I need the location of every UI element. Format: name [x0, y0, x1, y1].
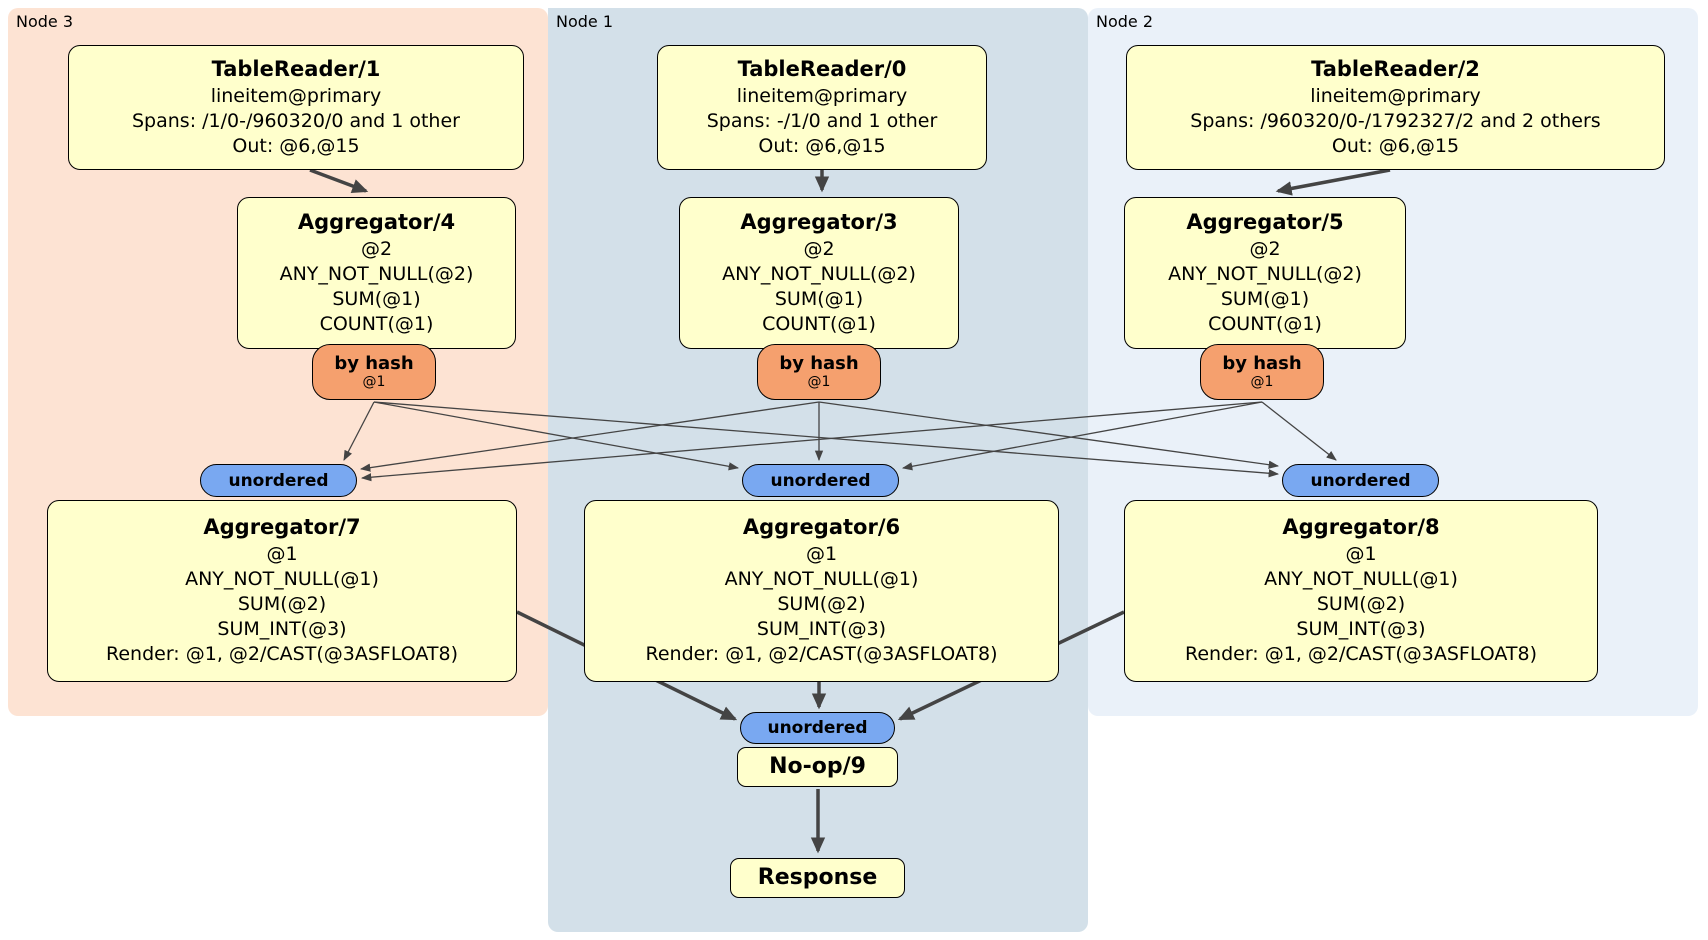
router-by-hash-node2: by hash @1 — [1200, 344, 1324, 400]
processor-aggregator-6: Aggregator/6 @1 ANY_NOT_NULL(@1) SUM(@2)… — [584, 500, 1059, 682]
processor-agg-fn: SUM(@1) — [1220, 287, 1310, 310]
processor-out: Out: @6,@15 — [1331, 134, 1460, 157]
router-by-hash-node1: by hash @1 — [757, 344, 881, 400]
router-hash-column: @1 — [807, 373, 831, 390]
edge-byhash-node2-unordered-node3 — [360, 401, 1263, 482]
processor-group-cols: @2 — [803, 237, 835, 260]
processor-title: TableReader/1 — [211, 57, 381, 82]
processor-agg-fn: SUM(@1) — [332, 287, 421, 310]
processor-agg-fn: ANY_NOT_NULL(@1) — [185, 568, 379, 591]
processor-index: lineitem@primary — [1310, 84, 1481, 107]
processor-title: Aggregator/4 — [297, 209, 456, 234]
sync-label: unordered — [1310, 470, 1411, 491]
region-label-node1: Node 1 — [556, 12, 614, 31]
processor-render: Render: @1, @2/CAST(@3ASFLOAT8) — [645, 643, 998, 666]
sync-unordered-final: unordered — [740, 712, 895, 744]
processor-agg-fn: SUM_INT(@3) — [1296, 618, 1426, 641]
sync-label: unordered — [767, 718, 868, 738]
processor-title: Aggregator/3 — [740, 209, 898, 234]
processor-aggregator-8: Aggregator/8 @1 ANY_NOT_NULL(@1) SUM(@2)… — [1124, 500, 1598, 682]
processor-agg-fn: ANY_NOT_NULL(@1) — [1264, 568, 1458, 591]
response-title: Response — [757, 865, 878, 891]
processor-group-cols: @1 — [805, 543, 838, 566]
edge-byhash-node1-unordered-node2 — [818, 401, 1280, 469]
response-box: Response — [730, 858, 905, 898]
processor-spans: Spans: /960320/0-/1792327/2 and 2 others — [1190, 109, 1601, 132]
sync-unordered-node2: unordered — [1282, 464, 1439, 497]
processor-group-cols: @2 — [360, 237, 393, 260]
edge-byhash-node3-unordered-node1 — [373, 401, 740, 471]
edge-tablereader1-aggregator4 — [309, 168, 369, 193]
edge-byhash-node3-unordered-node2 — [373, 401, 1280, 478]
processor-aggregator-7: Aggregator/7 @1 ANY_NOT_NULL(@1) SUM(@2)… — [47, 500, 517, 682]
processor-render: Render: @1, @2/CAST(@3ASFLOAT8) — [1185, 643, 1537, 666]
processor-out: Out: @6,@15 — [758, 134, 886, 157]
processor-agg-fn: COUNT(@1) — [762, 312, 876, 335]
processor-agg-fn: SUM_INT(@3) — [217, 618, 347, 641]
processor-index: lineitem@primary — [736, 84, 908, 107]
router-by-hash-node3: by hash @1 — [312, 344, 436, 400]
processor-agg-fn: SUM_INT(@3) — [756, 618, 887, 641]
processor-spans: Spans: -/1/0 and 1 other — [706, 109, 938, 132]
edge-byhash-node2-unordered-node2 — [1261, 401, 1337, 461]
processor-agg-fn: SUM(@1) — [774, 287, 864, 310]
processor-agg-fn: ANY_NOT_NULL(@2) — [1168, 262, 1362, 285]
processor-agg-fn: COUNT(@1) — [1208, 312, 1322, 335]
processor-title: Aggregator/5 — [1186, 209, 1344, 234]
router-label: by hash — [1222, 352, 1302, 374]
processor-agg-fn: SUM(@2) — [777, 593, 866, 616]
processor-aggregator-4: Aggregator/4 @2 ANY_NOT_NULL(@2) SUM(@1)… — [237, 197, 516, 349]
processor-group-cols: @2 — [1249, 237, 1281, 260]
processor-title: TableReader/0 — [737, 57, 907, 82]
processor-agg-fn: ANY_NOT_NULL(@2) — [722, 262, 916, 285]
processor-title: Aggregator/6 — [742, 515, 901, 540]
processor-tablereader-0: TableReader/0 lineitem@primary Spans: -/… — [657, 45, 987, 170]
processor-aggregator-3: Aggregator/3 @2 ANY_NOT_NULL(@2) SUM(@1)… — [679, 197, 959, 349]
processor-agg-fn: COUNT(@1) — [319, 312, 434, 335]
router-label: by hash — [334, 352, 414, 374]
processor-index: lineitem@primary — [210, 84, 382, 107]
edge-byhash-node2-unordered-node1 — [901, 401, 1263, 471]
router-hash-column: @1 — [362, 373, 386, 390]
edge-byhash-node3-unordered-node3 — [343, 401, 375, 461]
processor-group-cols: @1 — [1345, 543, 1377, 566]
processor-title: No-op/9 — [769, 754, 866, 780]
processor-agg-fn: ANY_NOT_NULL(@2) — [279, 262, 474, 285]
processor-title: TableReader/2 — [1311, 57, 1480, 82]
processor-noop-9: No-op/9 — [737, 747, 898, 787]
sync-label: unordered — [770, 470, 871, 491]
processor-agg-fn: SUM(@2) — [1316, 593, 1406, 616]
sync-unordered-node1: unordered — [742, 464, 899, 497]
processor-agg-fn: SUM(@2) — [237, 593, 327, 616]
sync-unordered-node3: unordered — [200, 464, 357, 497]
processor-out: Out: @6,@15 — [232, 134, 360, 157]
processor-tablereader-2: TableReader/2 lineitem@primary Spans: /9… — [1126, 45, 1665, 170]
region-label-node3: Node 3 — [16, 12, 74, 31]
processor-agg-fn: ANY_NOT_NULL(@1) — [724, 568, 919, 591]
processor-title: Aggregator/8 — [1282, 515, 1440, 540]
edge-tablereader2-aggregator5 — [1275, 168, 1391, 196]
processor-spans: Spans: /1/0-/960320/0 and 1 other — [132, 109, 460, 132]
processor-tablereader-1: TableReader/1 lineitem@primary Spans: /1… — [68, 45, 524, 170]
sync-label: unordered — [228, 470, 329, 491]
processor-group-cols: @1 — [266, 543, 298, 566]
edge-byhash-node1-unordered-node3 — [359, 401, 820, 472]
processor-aggregator-5: Aggregator/5 @2 ANY_NOT_NULL(@2) SUM(@1)… — [1124, 197, 1406, 349]
processor-render: Render: @1, @2/CAST(@3ASFLOAT8) — [106, 643, 458, 666]
region-label-node2: Node 2 — [1096, 12, 1154, 31]
processor-title: Aggregator/7 — [203, 515, 361, 540]
router-label: by hash — [779, 352, 859, 374]
router-hash-column: @1 — [1250, 373, 1274, 390]
